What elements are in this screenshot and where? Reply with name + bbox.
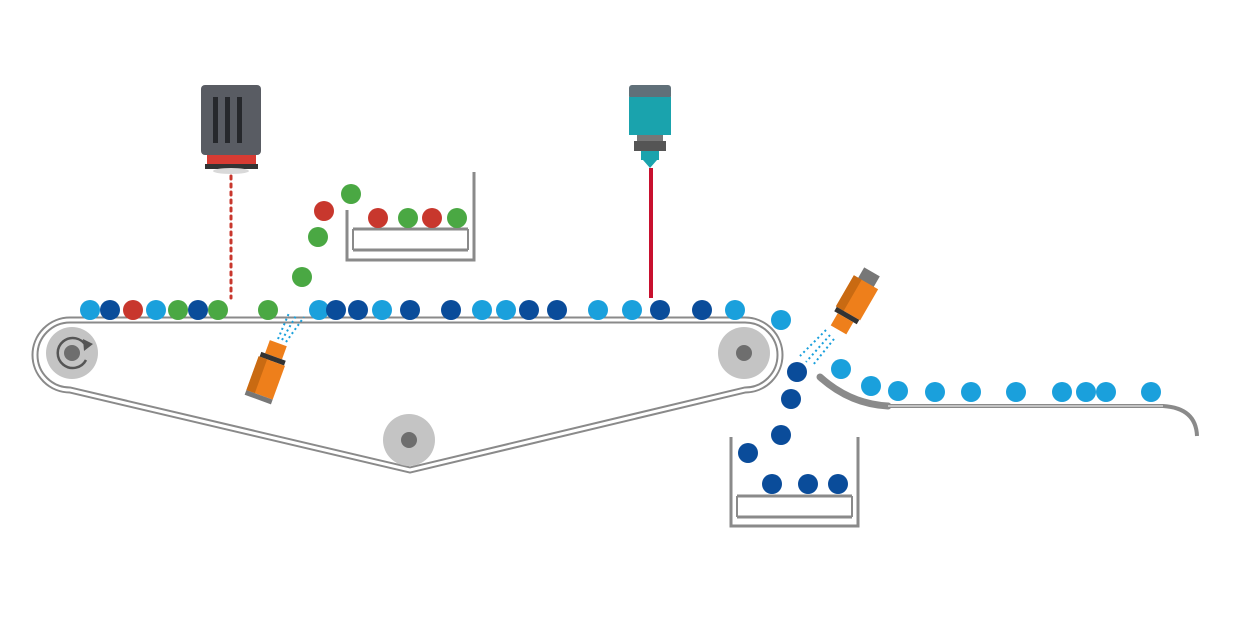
item-green <box>258 300 278 320</box>
item-dark-blue <box>326 300 346 320</box>
item-light-blue <box>1006 382 1026 402</box>
item-light-blue <box>831 359 851 379</box>
nozzle-spray <box>799 329 835 366</box>
item-dark-blue <box>771 425 791 445</box>
item-dark-blue <box>547 300 567 320</box>
end-roller <box>718 327 770 379</box>
belt-items <box>80 300 745 320</box>
lower-bin-items <box>762 474 848 494</box>
tension-roller <box>383 414 435 466</box>
item-light-blue <box>888 381 908 401</box>
conveyor-belt <box>31 316 784 474</box>
item-dark-blue <box>519 300 539 320</box>
item-light-blue <box>588 300 608 320</box>
item-light-blue <box>771 310 791 330</box>
item-dark-blue <box>828 474 848 494</box>
item-red <box>314 201 334 221</box>
item-light-blue <box>622 300 642 320</box>
item-dark-blue <box>781 389 801 409</box>
drive-roller <box>46 327 98 379</box>
item-light-blue <box>146 300 166 320</box>
laser-sensor-icon <box>629 85 671 168</box>
nozzle-spray <box>277 312 305 343</box>
item-green <box>341 184 361 204</box>
item-light-blue <box>961 382 981 402</box>
item-red <box>368 208 388 228</box>
item-green <box>168 300 188 320</box>
item-dark-blue <box>650 300 670 320</box>
item-green <box>398 208 418 228</box>
item-dark-blue <box>738 443 758 463</box>
air-nozzle-icon <box>244 340 287 405</box>
upper-reject-bin <box>345 172 476 262</box>
item-light-blue <box>1096 382 1116 402</box>
item-dark-blue <box>100 300 120 320</box>
item-red <box>422 208 442 228</box>
item-light-blue <box>725 300 745 320</box>
rotate-arrow-icon <box>56 336 93 370</box>
item-dark-blue <box>400 300 420 320</box>
item-light-blue <box>1076 382 1096 402</box>
item-green <box>208 300 228 320</box>
ejected-items <box>292 184 361 287</box>
item-dark-blue <box>348 300 368 320</box>
air-nozzle-icon <box>830 267 880 335</box>
item-light-blue <box>309 300 329 320</box>
upper-bin-items <box>368 208 467 228</box>
item-dark-blue <box>787 362 807 382</box>
item-red <box>123 300 143 320</box>
item-dark-blue <box>692 300 712 320</box>
vision-camera-icon <box>201 85 261 174</box>
lower-reject-bin <box>729 437 860 528</box>
item-dark-blue <box>798 474 818 494</box>
item-light-blue <box>925 382 945 402</box>
item-light-blue <box>372 300 392 320</box>
item-light-blue <box>472 300 492 320</box>
item-green <box>447 208 467 228</box>
item-light-blue <box>80 300 100 320</box>
item-green <box>308 227 328 247</box>
chute-items <box>831 359 1161 402</box>
item-green <box>292 267 312 287</box>
item-light-blue <box>496 300 516 320</box>
item-light-blue <box>1052 382 1072 402</box>
item-light-blue <box>1141 382 1161 402</box>
item-dark-blue <box>762 474 782 494</box>
item-light-blue <box>861 376 881 396</box>
falling-items <box>738 310 807 463</box>
item-dark-blue <box>441 300 461 320</box>
item-dark-blue <box>188 300 208 320</box>
output-chute <box>816 373 1199 437</box>
